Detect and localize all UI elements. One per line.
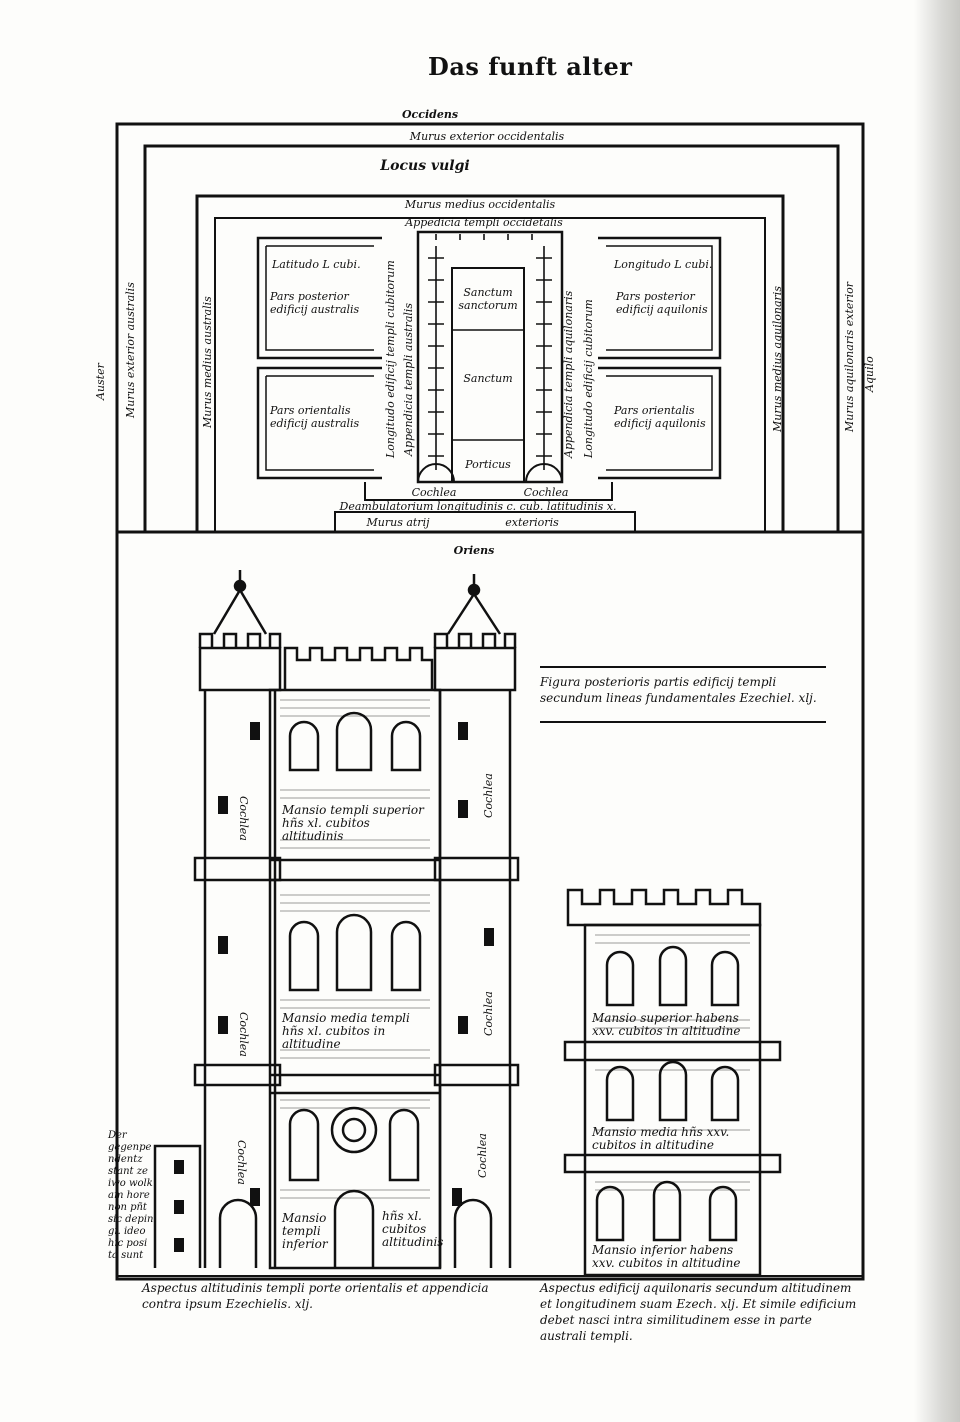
label-middle-wall-west: Murus medius occidentalis — [404, 198, 556, 211]
north-building-orientalis — [598, 366, 722, 480]
temple-outline — [416, 230, 564, 484]
label-middle-wall-south: Murus medius australis — [201, 296, 214, 428]
label-appendix-west: Appẽdicia templi occidẽtalis — [405, 216, 563, 229]
label-outer-wall-north: Murus aquilonaris exterior — [843, 281, 856, 432]
label-deambulatorium: Deambulatorium longitudinis c. cub. lati… — [339, 500, 617, 513]
label-cochlea-1: Cochlea — [237, 796, 250, 841]
label-longitudo-north: Longitudo edificij cubitorum — [582, 299, 595, 458]
label-sanctum-sanctorum: Sanctum sanctorum — [458, 286, 518, 312]
label-cochlea-right: Cochlea — [523, 486, 569, 499]
label-cochlea-6: Cochlea — [476, 1133, 489, 1178]
label-cochlea-2: Cochlea — [482, 773, 495, 818]
page-edge-shadow — [914, 0, 960, 1422]
label-locus-vulgi: Locus vulgi — [380, 158, 470, 174]
label-appendicia-north: Appendicia templi aquilonaris — [562, 290, 575, 458]
label-mansio-media: Mansio media templi hñs xl. cubitos in a… — [282, 1011, 410, 1051]
north-building-posterior — [598, 236, 722, 360]
figure-note-rules — [540, 666, 826, 723]
south-building-orientalis — [256, 366, 382, 480]
label-east: Oriens — [453, 544, 495, 557]
caption-left: Aspectus altitudinis templi porte orient… — [142, 1281, 489, 1311]
label-appendicia-south: Appendicia templi australis — [402, 302, 415, 456]
label-outer-wall-west: Murus exterior occidentalis — [409, 130, 565, 143]
outer-frame — [115, 122, 865, 1281]
label-middle-wall-north: Murus medius aquilonaris — [771, 286, 784, 432]
temple-elevation — [153, 570, 520, 1270]
label-longitudo-south: Longitudo edificij templi cubitorum — [384, 260, 397, 458]
label-pars-posterior-north: Pars posterior edificij aquilonis — [616, 290, 708, 316]
temple-side-chambers — [428, 234, 552, 470]
temple-inner — [451, 267, 525, 483]
label-mansio-inferior-height: hñs xl. cubitos altitudinis — [382, 1209, 444, 1249]
label-longitudo: Longitudo L cubi. — [614, 258, 713, 271]
label-south: Auster — [94, 363, 107, 400]
label-north-upper: Mansio superior habens xxv. cubitos in a… — [592, 1011, 741, 1038]
caption-right: Aspectus edificij aquilonaris secundum a… — [540, 1281, 857, 1343]
label-pars-orientalis-south: Pars orientalis edificij australis — [270, 404, 360, 430]
label-cochlea-5: Cochlea — [235, 1140, 248, 1185]
tower-slits — [174, 722, 494, 1252]
north-building-elevation — [563, 888, 782, 1277]
label-outer-wall-south: Murus exterior australis — [124, 282, 137, 418]
label-exterioris: exterioris — [505, 516, 559, 529]
outer-wall — [143, 144, 840, 532]
label-cochlea-4: Cochlea — [482, 991, 495, 1036]
south-building-posterior — [256, 236, 382, 360]
label-porticus: Porticus — [465, 458, 511, 471]
figure-note: Figura posterioris partis edificij templ… — [540, 675, 817, 705]
side-note: Der gegenpendentz stant ze iwo wolk am h… — [108, 1130, 154, 1261]
label-west: Occidens — [401, 108, 459, 121]
label-pars-orientalis-north: Pars orientalis edificij aquilonis — [614, 404, 706, 430]
label-north: Aquilo — [863, 356, 876, 392]
label-north-middle: Mansio media hñs xxv. cubitos in altitud… — [592, 1125, 730, 1152]
label-latitudo: Latitudo L cubi. — [272, 258, 361, 271]
label-sanctum: Sanctum — [463, 372, 513, 385]
label-cochlea-3: Cochlea — [237, 1012, 250, 1057]
label-cochlea-left: Cochlea — [411, 486, 457, 499]
middle-wall — [195, 194, 785, 532]
hatching — [280, 699, 750, 1199]
label-murus-atrij: Murus atrij — [366, 516, 430, 529]
label-pars-posterior-south: Pars posterior edificij australis — [270, 290, 360, 316]
label-mansio-inferior: Mansio templi inferior — [282, 1211, 328, 1251]
label-north-lower: Mansio inferior habens xxv. cubitos in a… — [592, 1243, 741, 1270]
label-mansio-superior: Mansio templi superior hñs xl. cubitos a… — [282, 803, 424, 843]
page-title: Das funft alter — [428, 52, 633, 81]
